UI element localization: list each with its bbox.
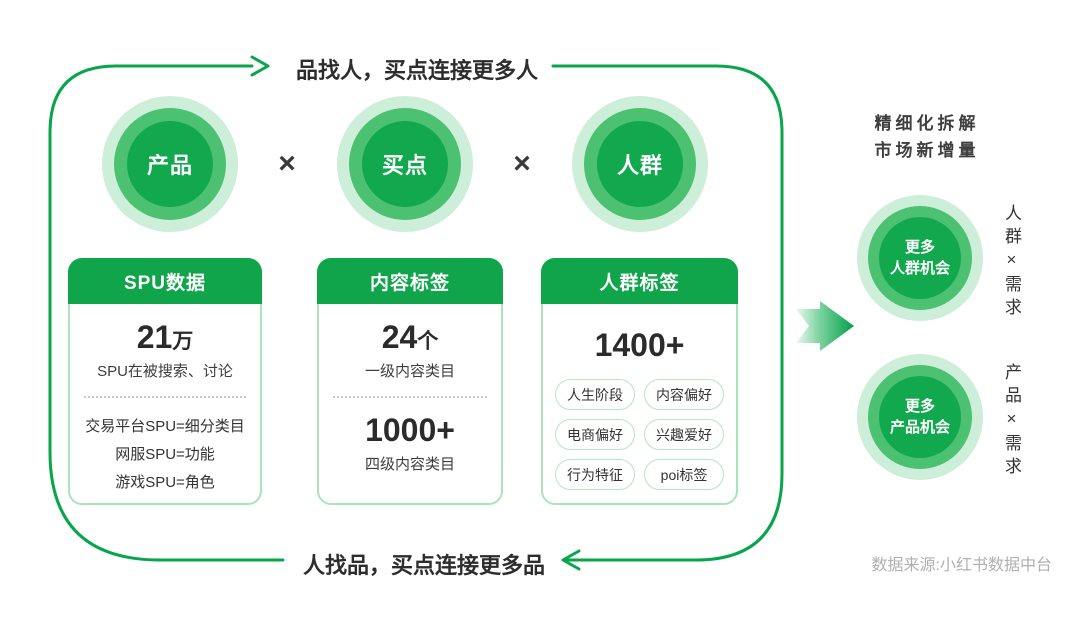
spu-detail-lines: 交易平台SPU=细分类目 网服SPU=功能 游戏SPU=角色 [70,413,260,496]
card-audience-tags: 人群标签 1400+ 人生阶段 内容偏好 电商偏好 兴趣爱好 行为特征 poi标… [541,258,738,505]
spu-detail-line: 交易平台SPU=细分类目 [85,418,245,436]
right-panel-title-line1: 精细化拆解 [874,114,980,133]
opportunity-audience: 更多 人群机会 [857,195,983,321]
opportunity-audience-label: 更多 人群机会 [879,217,961,299]
content-stat2-desc: 四级内容类目 [364,456,455,474]
spu-stat-desc: SPU在被搜索、讨论 [97,363,233,381]
side-label-audience-demand: 人群×需求 [1002,204,1021,321]
audience-stat-value: 1400+ [594,327,685,363]
spu-detail-line: 游戏SPU=角色 [115,473,215,491]
card-spu-header: SPU数据 [68,258,262,304]
audience-tag-pill: 内容偏好 [644,379,724,411]
opportunity-product: 更多 产品机会 [857,354,983,480]
right-panel-title-line2: 市场新增量 [874,141,980,161]
arrowhead-left-icon [561,549,581,571]
side-label-product-demand: 产品×需求 [1002,363,1021,480]
content-stat-1: 24个 [319,319,501,355]
gradient-arrow-icon [796,301,854,351]
opportunity-audience-line1: 更多 [904,239,935,256]
opportunity-audience-ring: 更多 人群机会 [868,206,972,310]
opportunity-product-line2: 产品机会 [889,419,950,436]
data-source-note: 数据来源:小红书数据中台 [871,557,1052,574]
card-spu-data: SPU数据 21万 SPU在被搜索、讨论 交易平台SPU=细分类目 网服SPU=… [68,258,262,505]
opportunity-product-label: 更多 产品机会 [879,376,961,458]
node-audience: 人群 [572,96,708,232]
audience-tag-pill: 兴趣爱好 [644,419,724,451]
spu-stat: 21万 [70,319,260,355]
dotted-divider [84,396,246,399]
audience-tag-pill: 行为特征 [555,459,635,491]
opportunity-product-line1: 更多 [904,398,935,415]
card-audience-header: 人群标签 [541,258,738,304]
multiply-icon: × [278,147,296,180]
audience-tag-pill: 人生阶段 [555,379,635,411]
node-audience-ring: 人群 [584,108,696,220]
node-product-label: 产品 [127,121,213,207]
node-product-ring: 产品 [114,108,226,220]
node-product: 产品 [102,96,238,232]
opportunity-audience-line2: 人群机会 [889,260,950,277]
spu-stat-value: 21 [136,319,173,355]
node-buying-point: 买点 [337,96,473,232]
spu-detail-line: 网服SPU=功能 [115,445,215,463]
content-stat-2: 1000+ [319,413,501,448]
spu-stat-unit: 万 [172,330,194,353]
audience-tag-pill: 电商偏好 [555,419,635,451]
audience-tag-pill: poi标签 [644,459,724,491]
dotted-divider [333,396,487,399]
multiply-icon: × [513,147,531,180]
content-stat1-unit: 个 [417,330,439,353]
card-content-tags: 内容标签 24个 一级内容类目 1000+ 四级内容类目 [317,258,503,505]
node-buying-point-ring: 买点 [349,108,461,220]
content-stat2-value: 1000+ [365,412,455,449]
right-panel-title: 精细化拆解 市场新增量 [843,110,1011,164]
opportunity-product-ring: 更多 产品机会 [868,365,972,469]
audience-stat: 1400+ [543,327,736,363]
content-stat1-desc: 一级内容类目 [364,363,455,381]
top-flow-label: 品找人，买点连接更多人 [295,58,538,83]
arrowhead-right-icon [250,55,270,77]
node-audience-label: 人群 [597,121,683,207]
card-content-header: 内容标签 [317,258,503,304]
bottom-flow-label: 人找品，买点连接更多品 [302,553,545,578]
audience-tag-grid: 人生阶段 内容偏好 电商偏好 兴趣爱好 行为特征 poi标签 [543,363,736,491]
node-buying-point-label: 买点 [362,121,448,207]
content-stat1-value: 24 [381,319,418,355]
